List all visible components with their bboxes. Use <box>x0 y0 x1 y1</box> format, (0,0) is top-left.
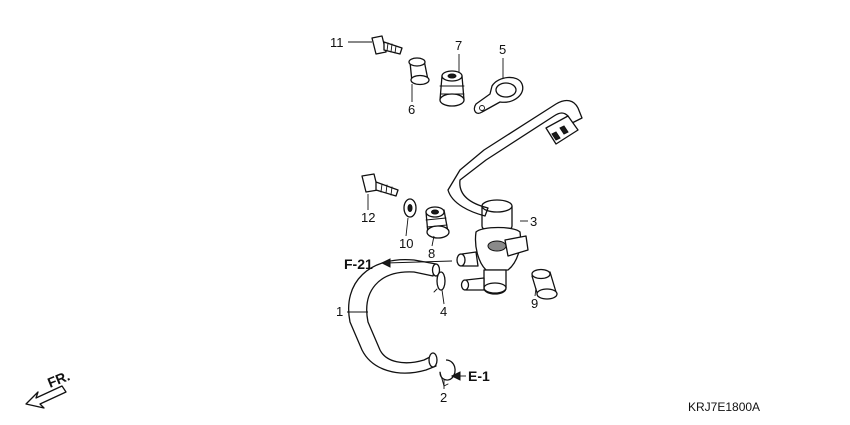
callout-9: 9 <box>531 296 538 311</box>
reference-e1: E-1 <box>468 368 490 384</box>
reference-f21: F-21 <box>344 256 373 272</box>
callout-8: 8 <box>428 246 435 261</box>
grommet-part-7 <box>439 70 465 107</box>
callout-10: 10 <box>399 236 413 251</box>
valve-part-3 <box>456 199 529 295</box>
wire-harness <box>447 99 583 217</box>
front-direction-indicator: FR. <box>25 367 72 409</box>
front-arrow-icon <box>25 385 67 409</box>
callout-11: 11 <box>330 35 344 50</box>
diagram-code: KRJ7E1800A <box>688 400 760 414</box>
callout-6: 6 <box>408 102 415 117</box>
hose-part-1 <box>348 258 441 374</box>
callout-3: 3 <box>530 214 537 229</box>
washer-part-10 <box>403 198 417 218</box>
front-label: FR. <box>45 367 72 390</box>
bolt-part-12 <box>361 173 399 197</box>
callout-4: 4 <box>440 304 447 319</box>
clip-part-2 <box>439 359 456 387</box>
callout-7: 7 <box>455 38 462 53</box>
collar-part-6 <box>408 57 430 86</box>
e1-arrow-icon <box>450 371 461 381</box>
callout-5: 5 <box>499 42 506 57</box>
collar-part-9 <box>531 268 558 300</box>
clamp-part-5 <box>473 76 524 114</box>
callout-12: 12 <box>361 210 375 225</box>
callout-labels: 1 2 3 4 5 6 7 8 9 10 11 12 <box>330 35 538 405</box>
bolt-part-11 <box>371 35 403 55</box>
f21-arrow-icon <box>380 258 391 268</box>
leader-lines <box>347 41 537 389</box>
grommet-part-8 <box>425 206 450 239</box>
callout-2: 2 <box>440 390 447 405</box>
callout-1: 1 <box>336 304 343 319</box>
clip-part-4 <box>433 271 446 293</box>
